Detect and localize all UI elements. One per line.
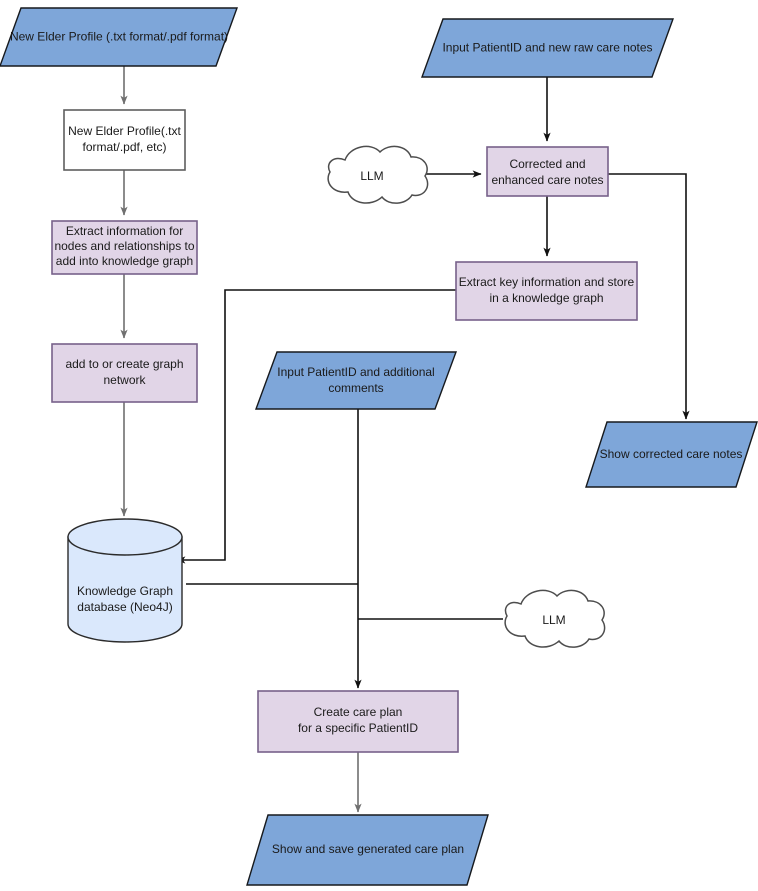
node-label-line-1: Create care plan (314, 705, 403, 719)
node-label-line-2: network (103, 373, 146, 387)
node-label-line-1: Knowledge Graph (77, 584, 173, 598)
node-new-elder-profile-input[interactable]: New Elder Profile (.txt format/.pdf form… (0, 7, 238, 67)
node-input-patient-raw-notes[interactable]: Input PatientID and new raw care notes (421, 18, 674, 78)
rectangle-shape (486, 146, 609, 197)
node-label: LLM (360, 169, 383, 183)
node-label-line-1: add to or create graph (65, 357, 183, 371)
node-label: Show corrected care notes (600, 447, 743, 461)
node-knowledge-graph-db[interactable]: Knowledge Graph database (Neo4J) (67, 518, 183, 643)
rectangle-shape (257, 690, 459, 753)
node-label: New Elder Profile (.txt format/.pdf form… (10, 30, 228, 44)
parallelogram-shape (421, 18, 674, 78)
node-show-save-care-plan[interactable]: Show and save generated care plan (246, 814, 489, 886)
node-extract-info-nodes[interactable]: Extract information for nodes and relati… (51, 220, 198, 275)
node-label-line-2: in a knowledge graph (489, 291, 603, 305)
node-show-corrected-notes[interactable]: Show corrected care notes (585, 421, 758, 488)
node-label-line-2: comments (328, 381, 383, 395)
node-extract-key-info[interactable]: Extract key information and store in a k… (455, 261, 638, 321)
node-label-line-2: for a specific PatientID (298, 721, 418, 735)
node-label-line-2: enhanced care notes (491, 173, 603, 187)
edge-layer (120, 66, 690, 813)
rectangle-shape (455, 261, 638, 321)
rectangle-shape (63, 109, 186, 171)
parallelogram-shape (254, 351, 458, 410)
parallelogram-shape (246, 814, 489, 886)
node-new-elder-profile-doc[interactable]: New Elder Profile(.txt format/.pdf, etc) (63, 109, 186, 171)
parallelogram-shape (0, 7, 238, 67)
node-llm-top[interactable]: LLM (327, 145, 429, 204)
node-input-patient-comments[interactable]: Input PatientID and additional comments (254, 351, 458, 410)
node-create-care-plan[interactable]: Create care plan for a specific PatientI… (257, 690, 459, 753)
node-label: Input PatientID and new raw care notes (442, 41, 652, 55)
node-label-line-3: add into knowledge graph (56, 254, 193, 268)
node-corrected-notes[interactable]: Corrected and enhanced care notes (486, 146, 609, 197)
node-label: Show and save generated care plan (272, 842, 464, 856)
node-label-line-1: Extract key information and store (459, 275, 635, 289)
cloud-shape (504, 589, 606, 648)
edge-corrected-to-show-notes (608, 173, 690, 420)
cloud-shape (327, 145, 429, 204)
cylinder-body (67, 536, 183, 643)
rectangle-shape (51, 343, 198, 403)
node-label: LLM (542, 613, 565, 627)
cylinder-top (67, 518, 183, 556)
node-label-line-2: nodes and relationships to (54, 239, 194, 253)
node-label-line-1: Input PatientID and additional (277, 365, 434, 379)
node-label-line-2: format/.pdf, etc) (82, 140, 166, 154)
node-label-line-1: New Elder Profile(.txt (68, 124, 181, 138)
rectangle-shape (51, 220, 198, 275)
node-label-line-1: Extract information for (66, 224, 183, 238)
node-add-create-graph[interactable]: add to or create graph network (51, 343, 198, 403)
parallelogram-shape (585, 421, 758, 488)
edge-extract-key-to-database (176, 289, 456, 564)
node-label-line-2: database (Neo4J) (77, 600, 172, 614)
node-label-line-1: Corrected and (509, 157, 585, 171)
node-llm-bottom[interactable]: LLM (504, 589, 606, 648)
